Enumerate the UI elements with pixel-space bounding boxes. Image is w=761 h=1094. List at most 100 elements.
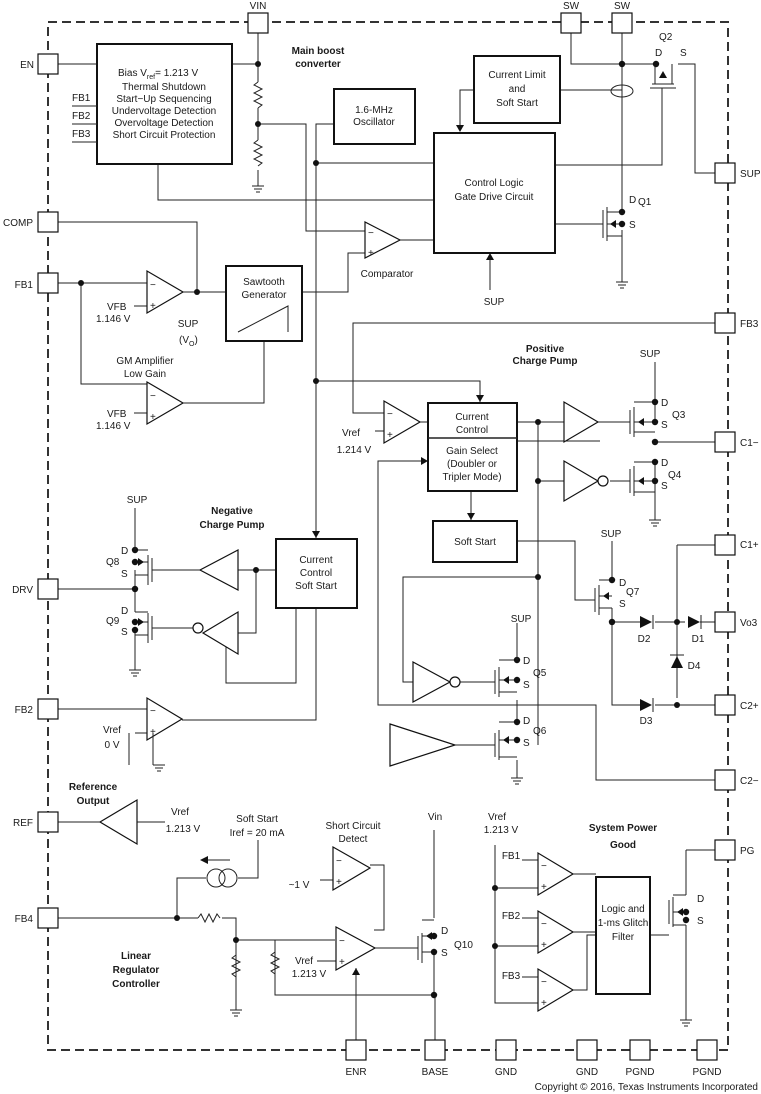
pin-gnd-2[interactable]	[576, 1039, 598, 1061]
q3-d: D	[661, 398, 668, 409]
current-limit-label-1: Current Limit	[488, 70, 545, 81]
sense-resistor	[269, 951, 281, 975]
q3-s: S	[661, 420, 668, 431]
sup-q3-label: SUP	[640, 349, 661, 360]
q1-label: Q1	[638, 197, 652, 208]
q2-label: Q2	[659, 32, 673, 43]
pin-sup[interactable]	[714, 162, 736, 184]
current-limit-label-2: and	[509, 84, 526, 95]
pg-input-fb1: FB1	[502, 851, 521, 862]
short-circuit-label-1: Short Circuit	[325, 821, 380, 832]
pin-c1-minus[interactable]	[714, 431, 736, 453]
vin-lower-label: Vin	[428, 812, 442, 823]
sup-vo-label-1: SUP	[178, 319, 199, 330]
q7-d: D	[619, 578, 626, 589]
pin-pgnd-1[interactable]	[629, 1039, 651, 1061]
pin-sw-2[interactable]	[611, 12, 633, 34]
pin-ref[interactable]	[37, 811, 59, 833]
q4-driver-invert	[597, 475, 609, 487]
pin-fb2[interactable]	[37, 698, 59, 720]
sup-q7-label: SUP	[601, 529, 622, 540]
arrow-sup-into-control	[486, 253, 494, 260]
pin-sw-1[interactable]	[560, 12, 582, 34]
q5-driver-invert	[449, 676, 461, 688]
current-control-neg-block	[275, 538, 358, 609]
pin-vo3[interactable]	[714, 611, 736, 633]
pin-c2-minus[interactable]	[714, 769, 736, 791]
svg-text:+: +	[336, 877, 342, 888]
svg-text:+: +	[368, 248, 374, 259]
bias-block	[96, 43, 233, 165]
vref-fb2-label-2: 0 V	[104, 740, 119, 751]
control-logic-label-1: Control Logic	[465, 178, 524, 189]
vref-lin-label-2: 1.213 V	[292, 969, 327, 980]
pin-pg[interactable]	[714, 839, 736, 861]
q8-driver	[198, 549, 239, 591]
pg-comparator-3	[537, 967, 575, 1013]
vin-divider-lower-resistor	[252, 139, 264, 167]
pg-input-fb3: FB3	[502, 971, 521, 982]
q3-driver	[563, 400, 600, 444]
diode-d1	[688, 615, 702, 629]
bias-line-4: Undervoltage Detection	[112, 106, 217, 117]
pin-en[interactable]	[37, 53, 59, 75]
pin-enr[interactable]	[345, 1039, 367, 1061]
q4-label: Q4	[668, 470, 682, 481]
vfb-top-label-1: VFB	[107, 302, 127, 313]
pin-fb4[interactable]	[37, 907, 59, 929]
svg-text:−: −	[339, 936, 345, 947]
q2-s: S	[680, 48, 687, 59]
main-boost-label-2: converter	[295, 59, 341, 70]
pin-fb3[interactable]	[714, 312, 736, 334]
pin-gnd-1-label: GND	[495, 1067, 517, 1078]
fb3-error-amp	[383, 399, 422, 445]
vref-fb2-label-1: Vref	[103, 725, 121, 736]
bias-line-1: Bias Vref= 1.213 V	[118, 68, 198, 81]
soft-start-block	[432, 520, 518, 563]
pin-drv-label: DRV	[12, 585, 33, 596]
q4-driver	[563, 459, 600, 503]
gm-amp-label-1: GM Amplifier	[116, 356, 174, 367]
svg-text:−: −	[387, 409, 393, 420]
pin-drv[interactable]	[37, 578, 59, 600]
pin-vin-label: VIN	[250, 1, 267, 12]
pin-fb1[interactable]	[37, 272, 59, 294]
pin-c1-minus-label: C1−	[740, 438, 759, 449]
arrow-into-control	[456, 125, 464, 132]
negative-cp-label-1: Negative	[211, 506, 253, 517]
svg-text:−: −	[541, 919, 547, 930]
pin-gnd-2-label: GND	[576, 1067, 598, 1078]
pin-gnd-1[interactable]	[495, 1039, 517, 1061]
diode-d3	[640, 698, 654, 712]
pin-c2-plus[interactable]	[714, 694, 736, 716]
pin-vin[interactable]	[247, 12, 269, 34]
pin-c1-plus[interactable]	[714, 534, 736, 556]
pin-fb2-label: FB2	[15, 705, 34, 716]
sup-q5-label: SUP	[511, 614, 532, 625]
q5-label: Q5	[533, 668, 547, 679]
vref-lin-label-1: Vref	[295, 956, 313, 967]
current-control-pos-label-2: Control	[456, 425, 488, 436]
q1-s: S	[629, 220, 636, 231]
sawtooth-ramp	[237, 305, 289, 333]
gain-select-label-1: Gain Select	[446, 446, 498, 457]
current-sense-coil	[610, 84, 634, 98]
svg-text:−: −	[368, 228, 374, 239]
pin-vo3-label: Vo3	[740, 618, 758, 629]
copyright: Copyright © 2016, Texas Instruments Inco…	[535, 1082, 758, 1093]
pin-comp[interactable]	[37, 211, 59, 233]
control-logic-block	[433, 132, 556, 254]
bias-input-fb1: FB1	[72, 93, 91, 104]
soft-start-iref-label-1: Soft Start	[236, 814, 278, 825]
comparator	[364, 221, 402, 259]
vfb-bot-label-2: 1.146 V	[96, 421, 131, 432]
pin-base[interactable]	[424, 1039, 446, 1061]
control-logic-label-2: Gate Drive Circuit	[455, 192, 534, 203]
q10-label: Q10	[454, 940, 473, 951]
vref-pos-label-2: 1.214 V	[337, 445, 372, 456]
svg-text:+: +	[541, 882, 547, 893]
wires	[58, 13, 715, 1050]
pin-pgnd-2[interactable]	[696, 1039, 718, 1061]
sup-control-label: SUP	[484, 297, 505, 308]
svg-text:+: +	[387, 430, 393, 441]
